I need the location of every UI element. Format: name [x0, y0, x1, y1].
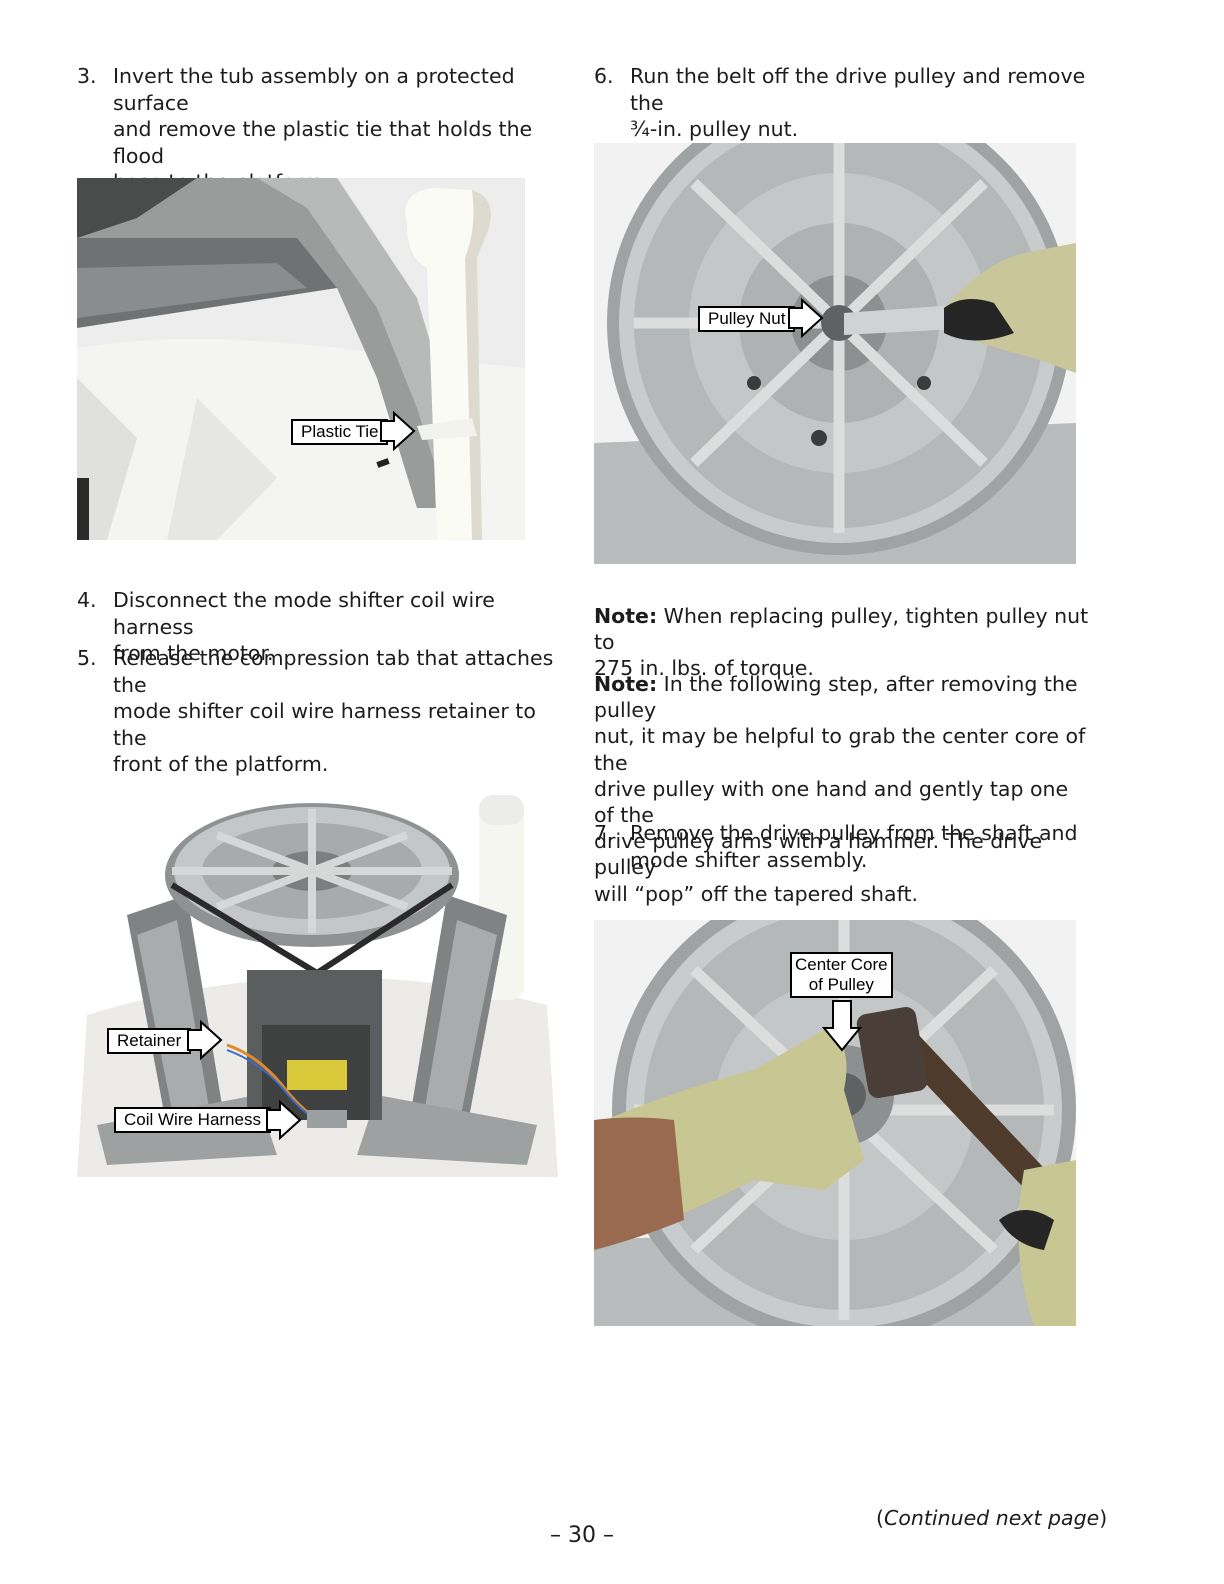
step-text: Remove the drive pulley from the shaft a… — [630, 820, 1078, 873]
photo-pulley-nut — [594, 143, 1076, 564]
callout-line: of Pulley — [808, 975, 874, 994]
note-label: Note: — [594, 672, 658, 696]
step-line: and remove the plastic tie that holds th… — [113, 117, 533, 168]
arrow-right-icon — [380, 410, 416, 452]
step-text: Disconnect the mode shifter coil wire ha… — [113, 587, 557, 667]
step-line: from the motor. — [113, 641, 274, 665]
note-line: will “pop” off the tapered shaft. — [594, 881, 919, 906]
page-number: – 30 – — [550, 1523, 614, 1548]
callout-line: Center Core — [795, 955, 888, 974]
step-line: mode shifter coil wire harness retainer … — [113, 699, 536, 750]
continued-note: (Continued next page) — [876, 1506, 1107, 1530]
step-number: 7. — [594, 821, 614, 845]
arrow-down-icon — [821, 1000, 863, 1052]
step-line: front of the platform. — [113, 752, 329, 776]
step-text: Run the belt off the drive pulley and re… — [630, 63, 1094, 143]
paren-open: ( — [876, 1506, 884, 1530]
arrow-right-icon — [788, 297, 824, 339]
step-line: ¾-in. pulley nut. — [630, 117, 799, 141]
callout-pulley-nut: Pulley Nut — [698, 306, 796, 332]
note-line: drive pulley arms with a hammer. The dri… — [594, 829, 1043, 880]
note-torque: Note: When replacing pulley, tighten pul… — [594, 603, 1094, 682]
step-line: Remove the drive pulley from the shaft a… — [630, 821, 1078, 845]
paren-close: ) — [1099, 1506, 1108, 1530]
step-line: mode shifter assembly. — [630, 847, 868, 872]
note-text: When replacing pulley, tighten pulley nu… — [594, 604, 1089, 655]
step-line: Run the belt off the drive pulley and re… — [630, 64, 1086, 115]
callout-center-core: Center Core of Pulley — [790, 952, 893, 998]
note-line: nut, it may be helpful to grab the cente… — [594, 724, 1086, 775]
step-number: 3. — [77, 64, 97, 88]
photo-plastic-tie — [77, 178, 525, 540]
arrow-right-icon — [187, 1019, 223, 1061]
note-tap-pulley: Note: In the following step, after remov… — [594, 671, 1094, 907]
continued-text: Continued next page — [884, 1506, 1100, 1530]
step-line: Invert the tub assembly on a protected s… — [113, 64, 515, 115]
note-line: Note: In the following step, after remov… — [594, 671, 1094, 723]
note-label: Note: — [594, 604, 658, 628]
note-line: drive pulley with one hand and gently ta… — [594, 776, 1069, 828]
step-number: 5. — [77, 646, 97, 670]
note-line: Note: When replacing pulley, tighten pul… — [594, 603, 1094, 655]
note-text: In the following step, after removing th… — [594, 672, 1078, 723]
note-line: 275 in. lbs. of torque. — [594, 656, 814, 681]
callout-plastic-tie: Plastic Tie — [291, 419, 389, 445]
step-line: Disconnect the mode shifter coil wire ha… — [113, 588, 495, 639]
step-line: Release the compression tab that attache… — [113, 646, 554, 697]
step-number: 6. — [594, 64, 614, 88]
callout-retainer: Retainer — [107, 1028, 192, 1054]
callout-coil-wire-harness: Coil Wire Harness — [114, 1107, 271, 1133]
step-number: 4. — [77, 588, 97, 612]
step-text: Invert the tub assembly on a protected s… — [113, 63, 557, 196]
arrow-right-icon — [266, 1099, 302, 1141]
step-text: Release the compression tab that attache… — [113, 645, 557, 778]
